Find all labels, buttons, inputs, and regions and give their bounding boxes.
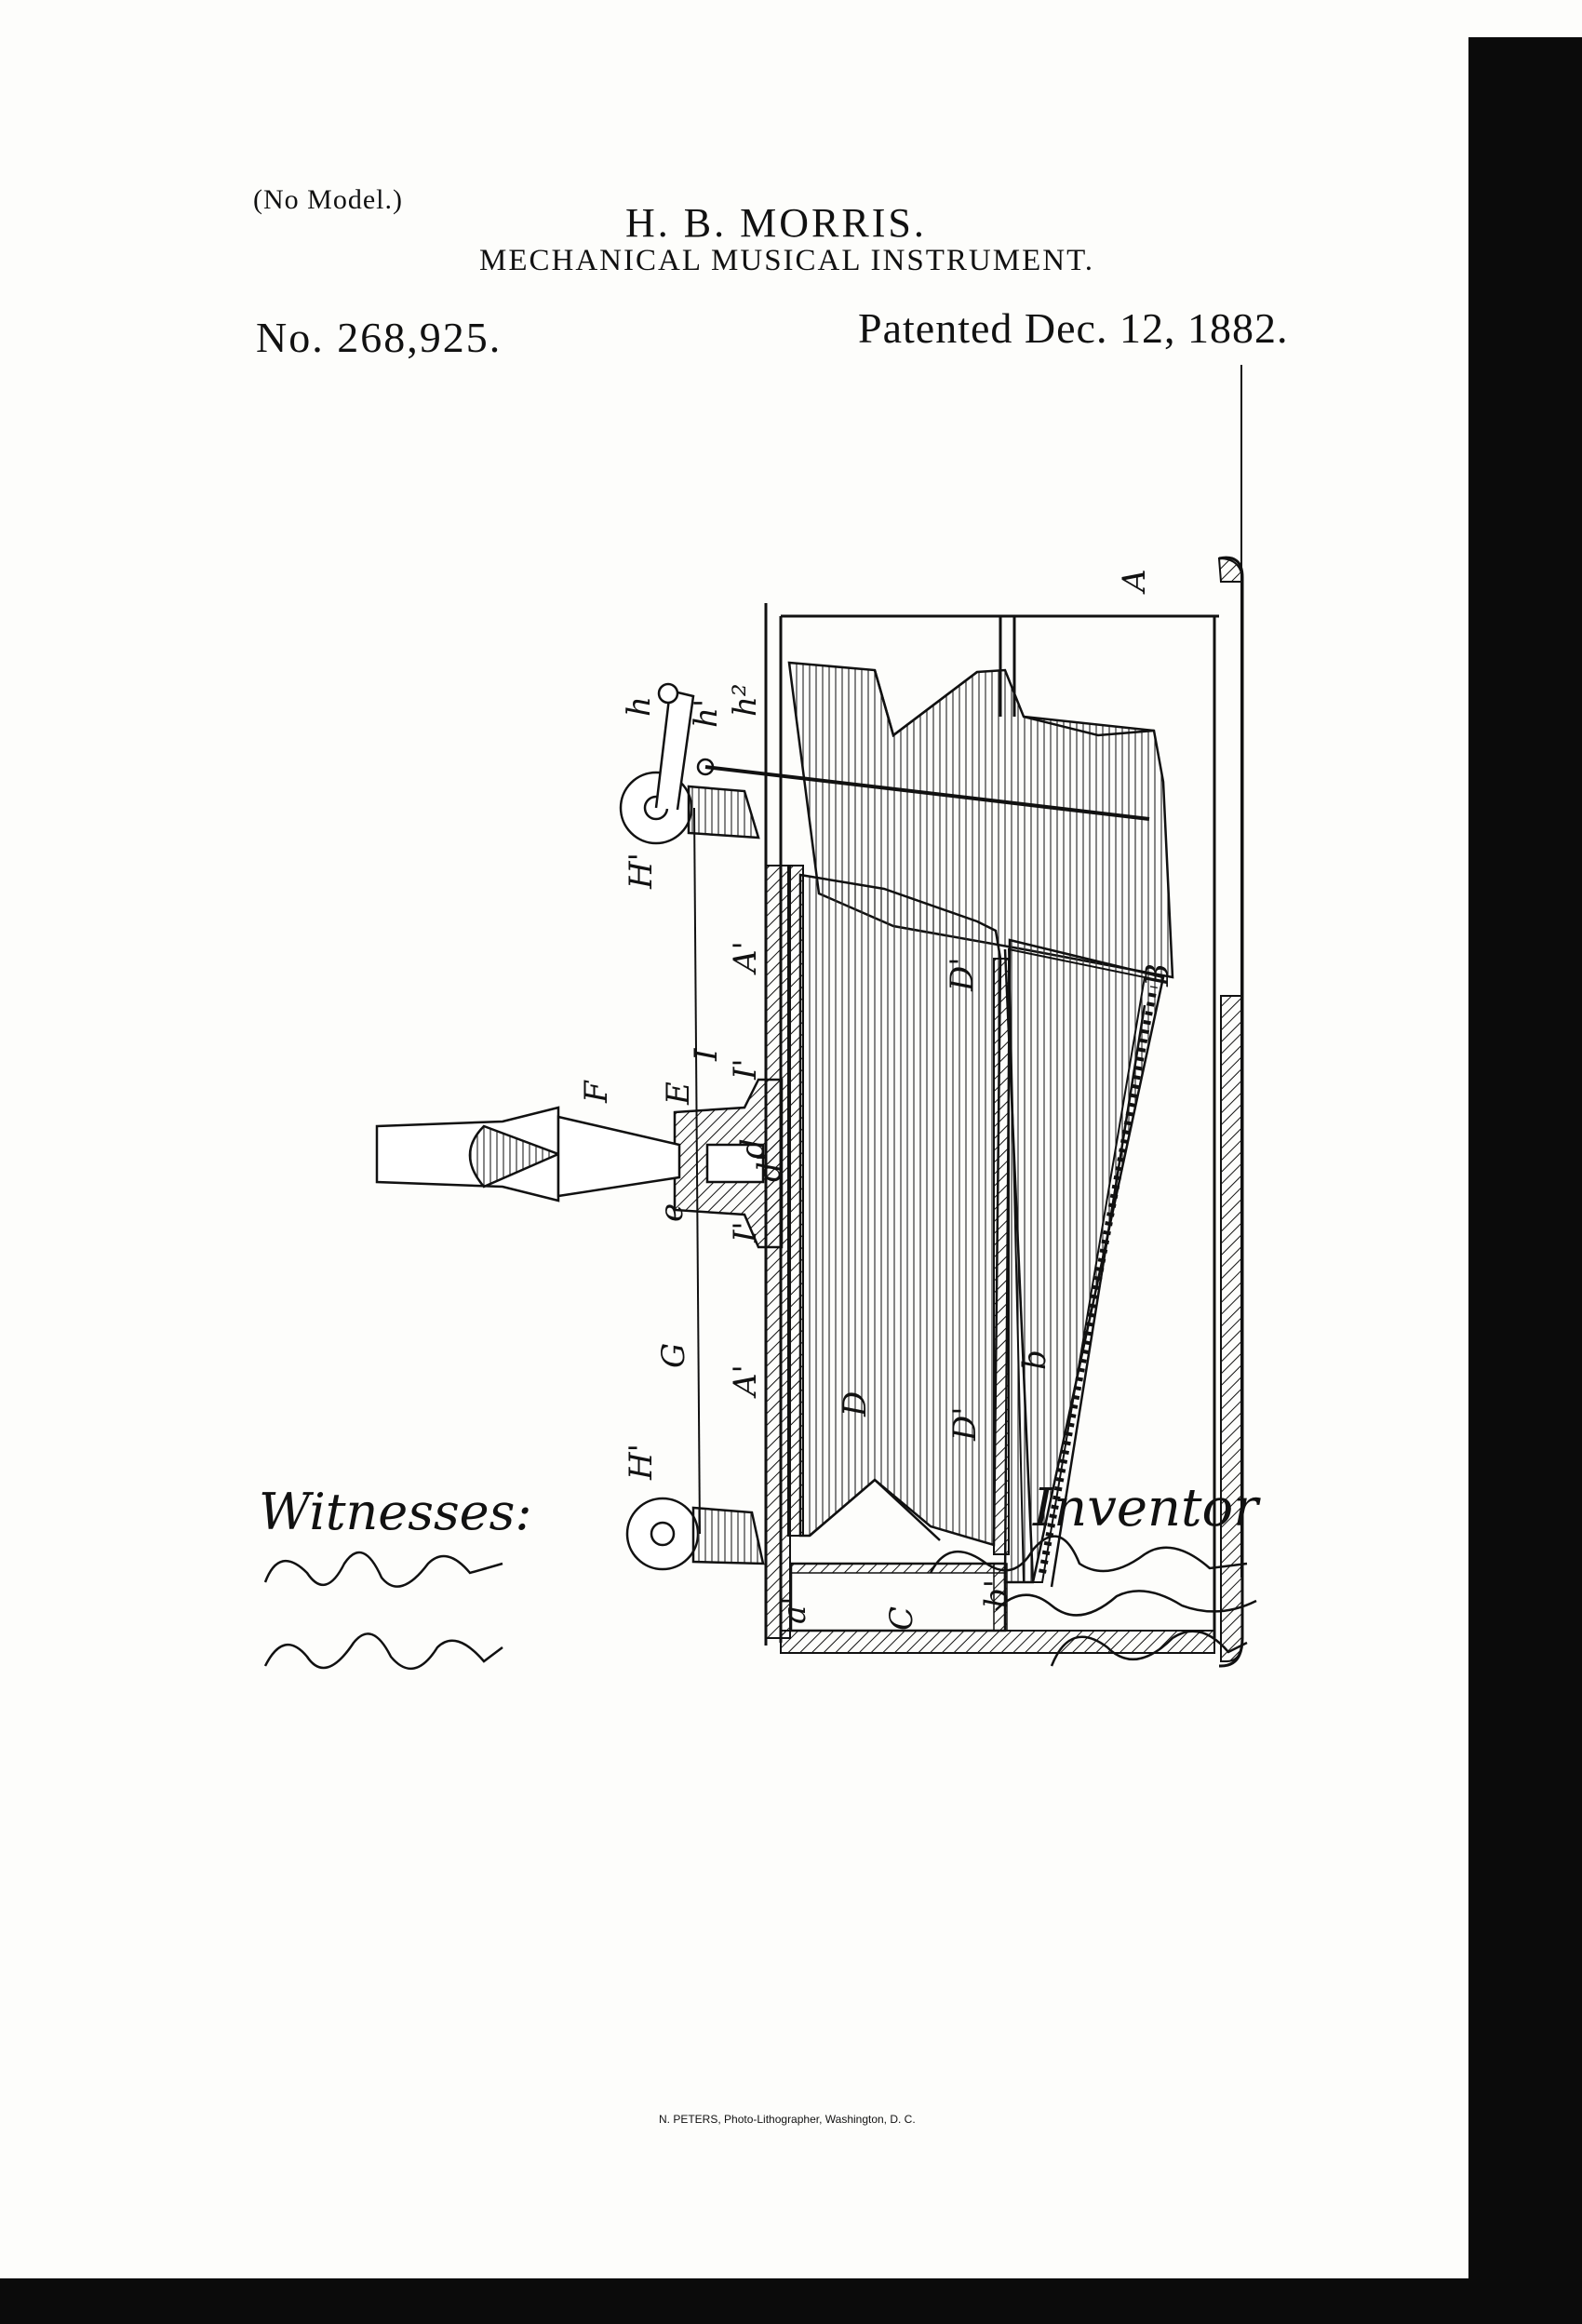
ref-label: I': [727, 1221, 764, 1243]
ref-label: H': [623, 1444, 660, 1481]
ref-label: A: [1116, 569, 1153, 595]
scan-border-bottom: [0, 2278, 1582, 2324]
inventor-label: Inventor: [1033, 1478, 1259, 1538]
ref-label: A': [727, 941, 764, 975]
ref-label: d': [751, 1153, 788, 1182]
ref-label: D: [837, 1391, 874, 1417]
ref-label: a': [776, 1596, 813, 1624]
connecting-rod-h2: [704, 765, 1150, 821]
model-note: (No Model.): [253, 184, 403, 215]
ref-label: h²: [727, 683, 764, 717]
ref-label: F: [578, 1080, 615, 1104]
ref-label: G: [655, 1343, 692, 1368]
ref-label: b: [1016, 1350, 1053, 1370]
pipe-F: [375, 1106, 681, 1202]
invention-title: MECHANICAL MUSICAL INSTRUMENT.: [479, 244, 1095, 277]
ref-label: H': [623, 853, 660, 890]
ref-label: D': [944, 957, 981, 992]
ref-label: d: [734, 1138, 771, 1159]
ref-label: I': [727, 1058, 764, 1081]
ref-label: I: [688, 1048, 725, 1062]
inventor-heading: H. B. MORRIS.: [625, 200, 927, 246]
bottom-board: [780, 1630, 1215, 1654]
pulley-top: [619, 682, 760, 845]
witness-signatures: [263, 1551, 503, 1671]
bracket-section: [1220, 995, 1243, 1662]
ref-label: C: [883, 1606, 920, 1631]
ref-label: e: [653, 1203, 690, 1222]
pulley-bottom: [625, 1497, 765, 1571]
ref-label: D': [946, 1406, 984, 1442]
patent-number: No. 268,925.: [256, 314, 503, 361]
printer-credit: N. PETERS, Photo-Lithographer, Washingto…: [659, 2113, 916, 2126]
inventor-signature: [929, 1535, 1257, 1667]
valve-E: [673, 1078, 784, 1249]
ref-label: h: [621, 696, 658, 717]
lid-board-A1: [765, 865, 791, 1639]
patented-date: Patented Dec. 12, 1882.: [858, 304, 1289, 352]
ref-label: b': [978, 1579, 1015, 1608]
ref-label: B: [1139, 963, 1176, 987]
scan-border-right: [1468, 37, 1582, 2324]
ref-label: A': [727, 1364, 764, 1399]
ref-label: h': [688, 699, 725, 728]
witnesses-label: Witnesses:: [259, 1483, 532, 1541]
ref-label: E: [660, 1081, 697, 1106]
